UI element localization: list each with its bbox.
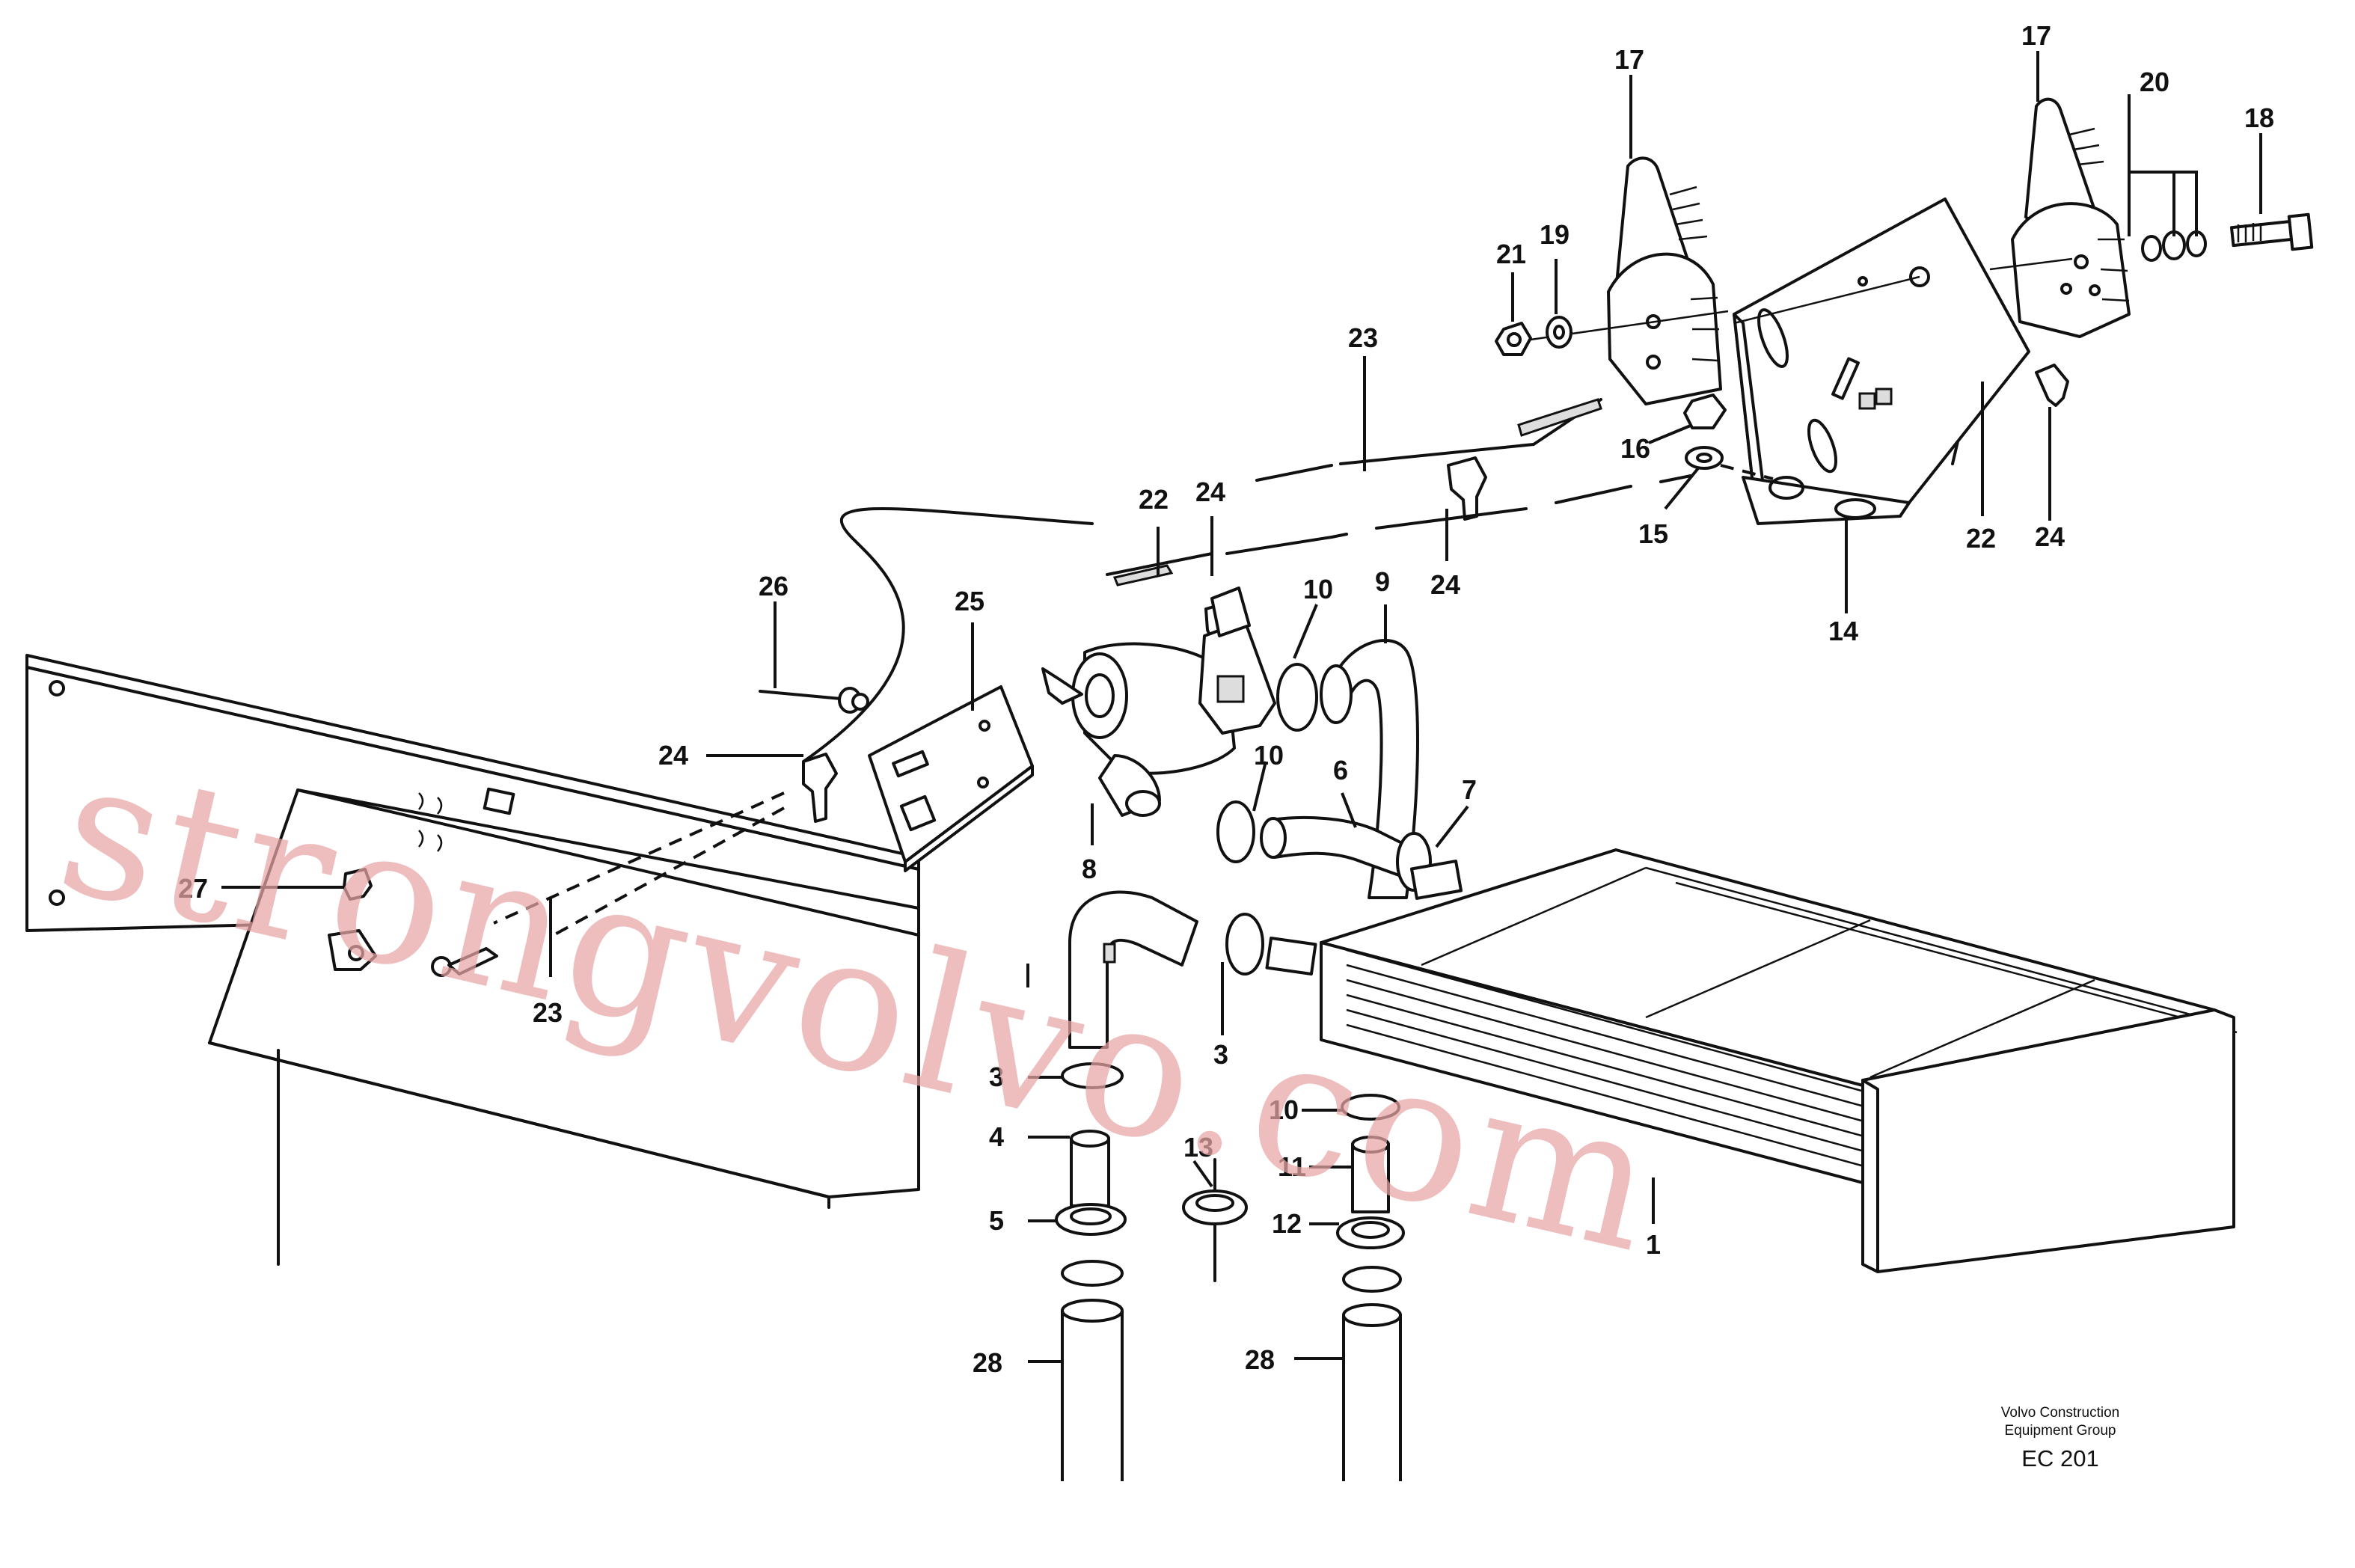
part-27-clip [328, 868, 377, 971]
caption-line-2: Equipment Group [2005, 1423, 2116, 1439]
part-labels: 17 17 20 18 21 19 23 16 15 14 22 24 22 2… [178, 20, 2274, 1378]
part-26-screw [759, 687, 869, 714]
part-16-nut [1683, 393, 1727, 429]
label-21: 21 [1496, 239, 1526, 269]
label-10-lower: 10 [1269, 1094, 1299, 1125]
label-23-lower: 23 [533, 997, 563, 1028]
part-15-washer [1685, 446, 1774, 480]
part-17-lever-right [2011, 97, 2131, 338]
part-17-lever-left [1607, 156, 1722, 405]
label-16: 16 [1620, 433, 1650, 464]
elbow-hose [1068, 890, 1198, 1049]
label-24-mid: 24 [1430, 569, 1460, 600]
label-24-upper: 24 [1195, 477, 1225, 507]
label-3-left: 3 [989, 1062, 1004, 1092]
label-23-upper: 23 [1348, 322, 1378, 353]
label-17-right: 17 [2021, 20, 2051, 51]
right-column-parts [1336, 1094, 1405, 1481]
label-12: 12 [1272, 1208, 1302, 1239]
hose-clamps-upper [1216, 663, 1432, 976]
connector-pipe-upper [1265, 937, 1317, 976]
label-22-left: 22 [1139, 484, 1169, 515]
leader-lines [221, 51, 2262, 1363]
label-13: 13 [1183, 1132, 1213, 1163]
caption-code: EC 201 [2021, 1445, 2098, 1471]
label-15: 15 [1638, 518, 1668, 549]
label-22-right: 22 [1966, 523, 1996, 554]
part-19-washer [1546, 316, 1572, 349]
part-1-heater-core [1320, 848, 2238, 1273]
part-18-bolt [2229, 212, 2314, 251]
label-3-right: 3 [1213, 1039, 1228, 1070]
label-28-right: 28 [1245, 1344, 1275, 1375]
label-19: 19 [1540, 219, 1570, 250]
label-28-left: 28 [973, 1347, 1002, 1378]
label-18: 18 [2244, 102, 2274, 133]
label-6: 6 [1333, 755, 1348, 785]
dashboard-panel [25, 654, 920, 1266]
label-11: 11 [1278, 1151, 1306, 1182]
lever-shafts [1498, 257, 2073, 346]
part-14-bracket [1733, 197, 2030, 525]
part-21-nut [1495, 322, 1532, 356]
part-25-control-plate [868, 685, 1034, 872]
label-5: 5 [989, 1205, 1004, 1236]
publisher-caption: Volvo Construction Equipment Group EC 20… [2001, 1405, 2119, 1471]
caption-line-1: Volvo Construction [2001, 1405, 2119, 1421]
label-17-left: 17 [1614, 44, 1644, 75]
label-20: 20 [2140, 67, 2169, 97]
part-8-valve [1041, 587, 1276, 817]
label-8: 8 [1082, 854, 1097, 884]
label-14: 14 [1828, 616, 1858, 646]
label-10-top: 10 [1303, 574, 1333, 604]
label-9: 9 [1375, 566, 1390, 597]
label-24-right: 24 [2035, 521, 2065, 552]
label-26: 26 [759, 571, 788, 601]
label-7: 7 [1462, 774, 1477, 805]
label-4: 4 [989, 1121, 1004, 1152]
label-27: 27 [178, 873, 208, 904]
label-1: 1 [1646, 1229, 1661, 1260]
label-10-mid: 10 [1254, 740, 1284, 771]
label-25: 25 [955, 586, 984, 616]
part-13-grommet [1182, 1158, 1248, 1282]
label-24-left: 24 [658, 740, 688, 771]
